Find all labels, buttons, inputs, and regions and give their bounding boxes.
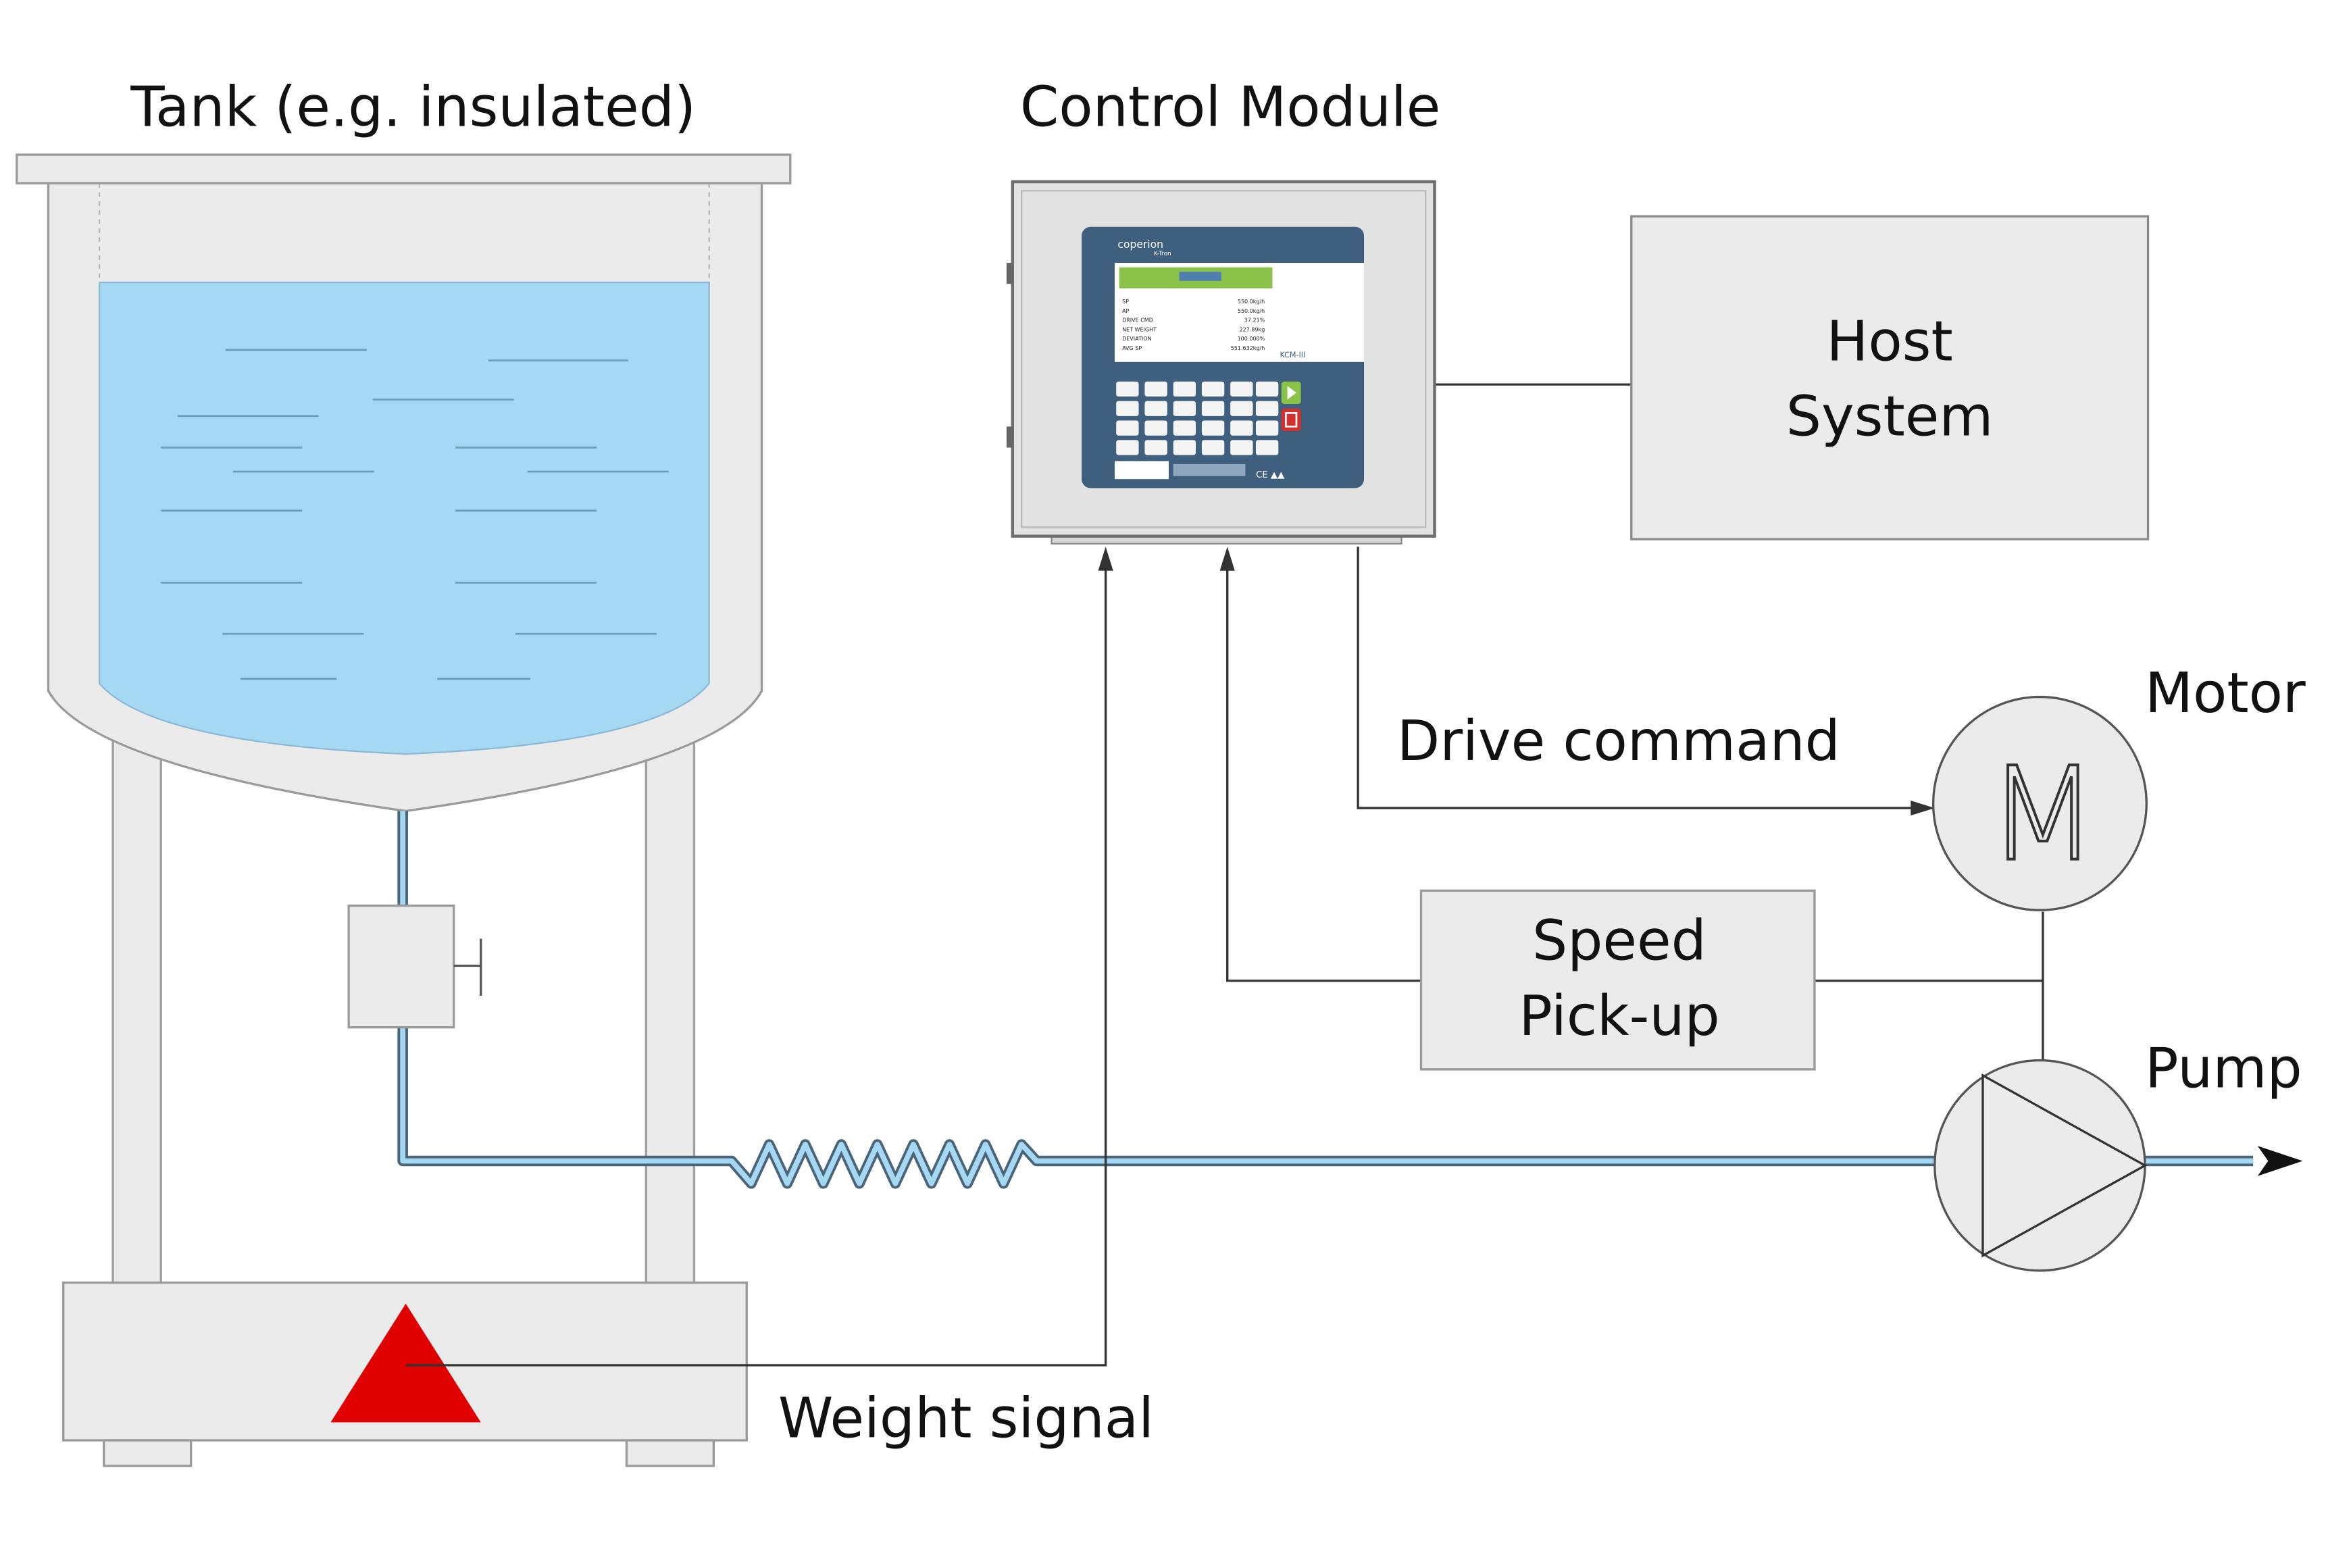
motor-symbol: M bbox=[1987, 740, 2098, 890]
pipe bbox=[397, 811, 2254, 1189]
screen-row-value: 551.632kg/h bbox=[1231, 345, 1265, 351]
screen-row-name: NET WEIGHT bbox=[1122, 326, 1157, 332]
screen-row-value: 37.21% bbox=[1244, 318, 1265, 324]
keypad bbox=[1116, 381, 1279, 455]
speed-signal-arrow-icon bbox=[1219, 547, 1235, 571]
weight-signal-line bbox=[405, 559, 1107, 1367]
weight-signal-label: Weight signal bbox=[778, 1387, 1154, 1451]
control-module-label: Control Module bbox=[1020, 76, 1441, 140]
tank-label: Tank (e.g. insulated) bbox=[130, 76, 696, 140]
keypad-key bbox=[1201, 401, 1225, 416]
motor-label: Motor bbox=[2145, 661, 2306, 726]
drive-command-label: Drive command bbox=[1397, 709, 1840, 774]
keypad-key bbox=[1255, 440, 1279, 455]
motor-circle bbox=[1931, 695, 2148, 911]
weight-signal-arrow-icon bbox=[1098, 547, 1113, 571]
stop-key bbox=[1281, 408, 1301, 432]
keypad-key bbox=[1173, 401, 1196, 416]
screen-row-value: 550.0kg/h bbox=[1238, 308, 1265, 314]
screen-row-name: DRIVE CMD bbox=[1122, 318, 1153, 324]
speed-pickup-box bbox=[1419, 889, 1816, 1071]
keypad-key bbox=[1144, 401, 1167, 416]
tank bbox=[16, 153, 792, 1293]
keypad-key bbox=[1201, 420, 1225, 436]
screen-row-value: 550.0kg/h bbox=[1238, 299, 1265, 305]
keypad-key bbox=[1116, 401, 1139, 416]
keypad-key bbox=[1144, 381, 1167, 397]
liquid-ripples bbox=[161, 349, 669, 680]
speed-pickup-label-line2: Pick-up bbox=[1519, 984, 1720, 1048]
pump-label: Pump bbox=[2145, 1037, 2302, 1101]
tank-leg-left bbox=[111, 719, 162, 1293]
keypad-key bbox=[1144, 440, 1167, 455]
keypad-key bbox=[1173, 440, 1196, 455]
pump-triangle-icon bbox=[1981, 1073, 2148, 1258]
keypad-key bbox=[1230, 381, 1253, 397]
screen-row-name: DEVIATION bbox=[1122, 336, 1151, 342]
screen-row-value: 227.89kg bbox=[1240, 326, 1265, 332]
tank-inner-wall bbox=[98, 183, 710, 286]
keypad-key bbox=[1173, 381, 1196, 397]
drive-command-arrow-icon bbox=[1911, 800, 1935, 816]
screen-row-name: AP bbox=[1122, 308, 1129, 314]
svg-text:CE ▲▲: CE ▲▲ bbox=[1256, 470, 1285, 480]
host-system-label-line1: Host bbox=[1826, 310, 1952, 374]
keypad-key bbox=[1255, 420, 1279, 436]
keypad-key bbox=[1201, 440, 1225, 455]
tank-leg-right bbox=[644, 719, 696, 1293]
screen-row-name: AVG SP bbox=[1122, 345, 1142, 351]
keypad-key bbox=[1230, 440, 1253, 455]
pump-circle bbox=[1933, 1059, 2146, 1272]
speed-pickup-label-line1: Speed bbox=[1532, 909, 1707, 973]
device-brand: coperion bbox=[1117, 238, 1163, 251]
keypad-key bbox=[1201, 381, 1225, 397]
load-cell-triangle-icon bbox=[330, 1303, 481, 1423]
device-model: KCM-III bbox=[1280, 351, 1306, 359]
keypad-key bbox=[1144, 420, 1167, 436]
keypad-key bbox=[1116, 420, 1139, 436]
keypad-key bbox=[1255, 401, 1279, 416]
screen-row-value: 100.000% bbox=[1238, 336, 1265, 342]
keypad-key bbox=[1230, 401, 1253, 416]
tank-lid bbox=[16, 153, 792, 184]
host-system-label-line2: System bbox=[1786, 385, 1994, 449]
outlet-arrow-icon bbox=[2257, 1146, 2303, 1176]
keypad-key bbox=[1255, 381, 1279, 397]
keypad-key bbox=[1116, 440, 1139, 455]
screen-row-name: SP bbox=[1122, 299, 1129, 305]
keypad-key bbox=[1230, 420, 1253, 436]
tank-liquid bbox=[98, 281, 710, 755]
keypad-key bbox=[1173, 420, 1196, 436]
drive-command-line bbox=[1357, 547, 1926, 809]
valve bbox=[347, 904, 482, 1029]
device-brand-sub: K-Tron bbox=[1154, 251, 1171, 257]
host-system-box bbox=[1630, 215, 2150, 540]
keypad-key bbox=[1116, 381, 1139, 397]
